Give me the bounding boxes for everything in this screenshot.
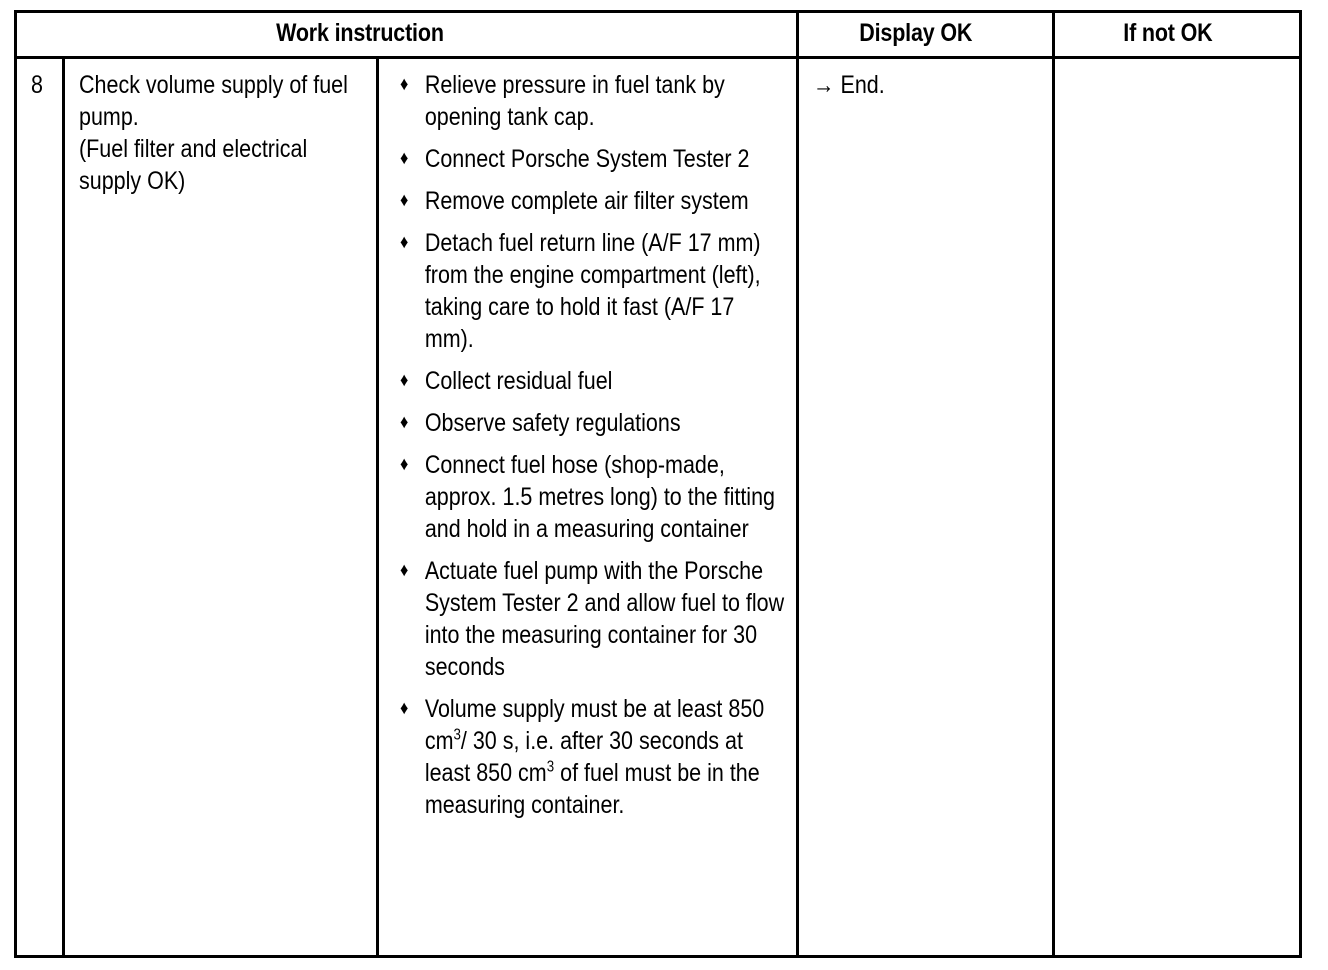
row-number-value: 8: [31, 71, 43, 99]
header-work-instruction-inner: Work instruction: [17, 13, 796, 46]
row-description-text: Check volume supply of fuel pump. (Fuel …: [79, 69, 366, 197]
table-header-row: Work instruction Display OK If not OK: [14, 10, 1302, 59]
list-item: ♦ Connect fuel hose (shop-made, approx. …: [393, 449, 786, 545]
diamond-bullet-icon: ♦: [400, 232, 409, 253]
header-if-not-ok: If not OK: [1052, 10, 1302, 59]
row-description-cell: Check volume supply of fuel pump. (Fuel …: [62, 56, 379, 958]
diamond-bullet-icon: ♦: [400, 148, 409, 169]
row-description-inner: Check volume supply of fuel pump. (Fuel …: [65, 59, 376, 197]
steps-list: ♦ Relieve pressure in fuel tank by openi…: [393, 69, 786, 821]
list-item-text: Observe safety regulations: [424, 409, 681, 437]
diamond-bullet-icon: ♦: [400, 698, 409, 719]
diamond-bullet-icon: ♦: [400, 370, 409, 391]
header-work-instruction-label: Work instruction: [276, 19, 444, 46]
table-row: 8 Check volume supply of fuel pump. (Fue…: [14, 56, 1302, 958]
list-item: ♦ Observe safety regulations: [393, 407, 786, 439]
diamond-bullet-icon: ♦: [400, 560, 409, 581]
arrow-right-icon: →: [813, 71, 835, 99]
row-description-line-1: Check volume supply of fuel pump.: [79, 71, 348, 131]
row-description-line-2: (Fuel filter and electrical supply OK): [79, 135, 308, 195]
row-number-cell: 8: [14, 56, 65, 958]
row-if-not-ok-inner: [1055, 59, 1299, 69]
list-item-text: Collect residual fuel: [424, 367, 613, 395]
diamond-bullet-icon: ♦: [400, 412, 409, 433]
header-display-ok-label: Display OK: [859, 19, 973, 46]
row-display-ok-text: → End.: [813, 69, 1042, 101]
row-display-ok-inner: → End.: [799, 59, 1052, 101]
diamond-bullet-icon: ♦: [400, 74, 409, 95]
list-item: ♦ Relieve pressure in fuel tank by openi…: [393, 69, 786, 133]
row-steps-cell: ♦ Relieve pressure in fuel tank by openi…: [376, 56, 799, 958]
list-item-text: Relieve pressure in fuel tank by opening…: [424, 71, 725, 131]
row-steps-text: ♦ Relieve pressure in fuel tank by openi…: [393, 69, 786, 821]
list-item: ♦ Actuate fuel pump with the Porsche Sys…: [393, 555, 786, 683]
header-if-not-ok-label: If not OK: [1123, 19, 1213, 46]
row-number-inner: 8: [17, 59, 62, 101]
header-display-ok: Display OK: [796, 10, 1055, 59]
list-item: ♦ Connect Porsche System Tester 2: [393, 143, 786, 175]
display-ok-result: → End.: [813, 69, 1042, 101]
diamond-bullet-icon: ♦: [400, 190, 409, 211]
list-item-text: Connect fuel hose (shop-made, approx. 1.…: [424, 451, 775, 543]
list-item: ♦ Volume supply must be at least 850 cm3…: [393, 693, 786, 821]
list-item: ♦ Detach fuel return line (A/F 17 mm) fr…: [393, 227, 786, 355]
display-ok-value: End.: [840, 71, 885, 99]
header-if-not-ok-inner: If not OK: [1055, 13, 1299, 46]
row-display-ok-cell: → End.: [796, 56, 1055, 958]
list-item-text: Detach fuel return line (A/F 17 mm) from…: [424, 229, 761, 353]
list-item: ♦ Remove complete air filter system: [393, 185, 786, 217]
list-item: ♦ Collect residual fuel: [393, 365, 786, 397]
row-if-not-ok-cell: [1052, 56, 1302, 958]
list-item-text: Actuate fuel pump with the Porsche Syste…: [424, 557, 785, 681]
row-steps-inner: ♦ Relieve pressure in fuel tank by openi…: [379, 59, 796, 821]
list-item-text: Volume supply must be at least 850 cm3/ …: [424, 695, 765, 819]
work-instruction-table: Work instruction Display OK If not OK 8: [14, 10, 1302, 958]
list-item-text: Remove complete air filter system: [424, 187, 749, 215]
diamond-bullet-icon: ♦: [400, 454, 409, 475]
header-work-instruction: Work instruction: [14, 10, 799, 59]
header-display-ok-inner: Display OK: [799, 13, 1052, 46]
list-item-text: Connect Porsche System Tester 2: [424, 145, 750, 173]
